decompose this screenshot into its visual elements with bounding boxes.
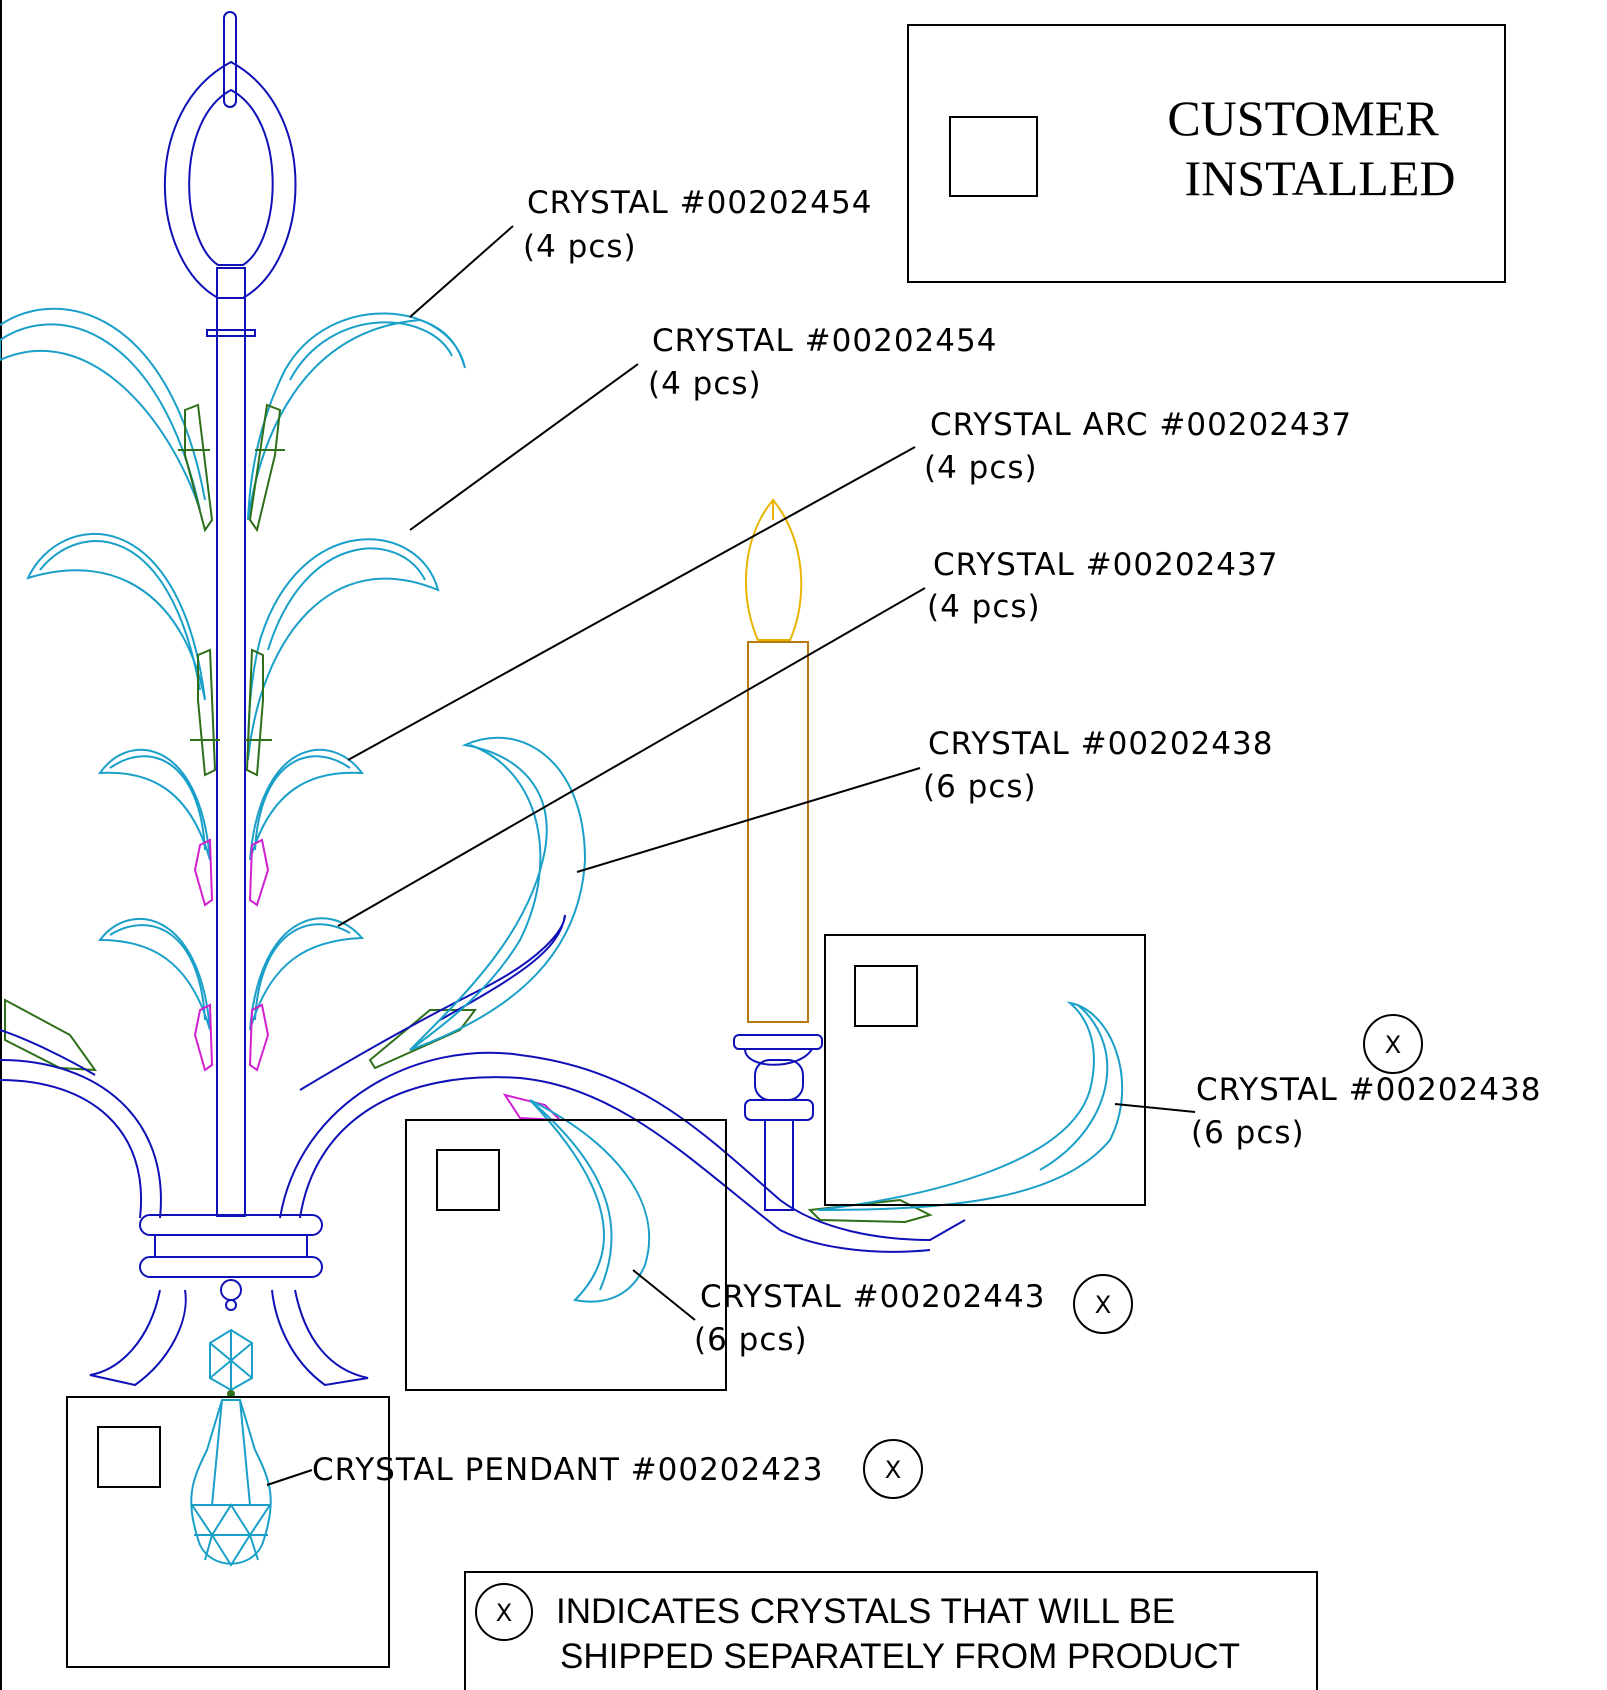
area-box-mid [405, 1119, 727, 1391]
legend-line1: INDICATES CRYSTALS THAT WILL BE [556, 1592, 1175, 1631]
area-checkbox-right [854, 965, 918, 1027]
plume-crystals-row2 [26, 532, 440, 761]
crystal-pendant [190, 1328, 272, 1567]
area-checkbox-mid [436, 1149, 500, 1211]
callout-1: CRYSTAL #00202454 (4 pcs) [523, 185, 872, 265]
legend-marker [475, 1583, 533, 1641]
callout-8: CRYSTAL PENDANT #00202423 X [312, 1439, 923, 1499]
frame-arms [0, 914, 966, 1387]
magenta-prisms [193, 838, 563, 1122]
legend-box: X INDICATES CRYSTALS THAT WILL BE SHIPPE… [464, 1571, 1318, 1690]
callout-3-qty: (4 pcs) [924, 450, 1038, 486]
mid-drop-crystal [529, 1099, 651, 1303]
callout-2-qty: (4 pcs) [648, 366, 762, 402]
plume-crystals-row4 [97, 917, 365, 1031]
plume-crystals-row1 [0, 307, 466, 521]
callout-4: CRYSTAL #00202437 (4 pcs) [927, 547, 1278, 625]
right-drop-crystal [817, 1001, 1124, 1211]
customer-installed-line1: CUSTOMER [1167, 90, 1439, 146]
area-box-left [66, 1396, 390, 1668]
callout-6-marker-label: X [1385, 1031, 1401, 1059]
callout-4-name: CRYSTAL #00202437 [933, 547, 1278, 583]
callout-7-marker [1073, 1274, 1133, 1334]
callout-6-name: CRYSTAL #00202438 [1196, 1072, 1541, 1108]
customer-installed-checkbox [949, 116, 1038, 197]
callout-6-marker [1363, 1014, 1423, 1074]
leader-lines [266, 225, 1196, 1486]
center-collar [139, 1214, 323, 1311]
callout-5-qty: (6 pcs) [923, 769, 1037, 805]
callout-1-name: CRYSTAL #00202454 [527, 185, 872, 221]
callout-2: CRYSTAL #00202454 (4 pcs) [648, 323, 997, 402]
plume-crystals-row3 [97, 748, 365, 861]
arc-crystal-large [409, 736, 587, 1051]
customer-installed-line2: INSTALLED [1185, 150, 1456, 206]
callout-1-qty: (4 pcs) [523, 229, 637, 265]
callout-7-name: CRYSTAL #00202443 [700, 1279, 1045, 1315]
callout-5: CRYSTAL #00202438 (6 pcs) [923, 726, 1273, 805]
callout-3-name: CRYSTAL ARC #00202437 [930, 407, 1352, 443]
callout-4-qty: (4 pcs) [927, 589, 1041, 625]
legend-line2: SHIPPED SEPARATELY FROM PRODUCT [560, 1637, 1240, 1676]
area-checkbox-left [97, 1426, 161, 1488]
callout-6: X CRYSTAL #00202438 (6 pcs) [1191, 1014, 1541, 1151]
callout-5-name: CRYSTAL #00202438 [928, 726, 1273, 762]
callout-7-marker-label: X [1095, 1291, 1111, 1319]
candle [733, 498, 823, 1211]
callout-6-qty: (6 pcs) [1191, 1115, 1305, 1151]
green-prisms [4, 403, 933, 1224]
callout-8-marker [863, 1439, 923, 1499]
legend-marker-label: X [496, 1599, 512, 1627]
callout-7-qty: (6 pcs) [694, 1322, 808, 1358]
area-box-right [824, 934, 1146, 1206]
callout-2-name: CRYSTAL #00202454 [652, 323, 997, 359]
callout-7: CRYSTAL #00202443 (6 pcs) X [694, 1274, 1133, 1358]
callout-8-name: CRYSTAL PENDANT #00202423 [312, 1452, 823, 1488]
callout-3: CRYSTAL ARC #00202437 (4 pcs) [924, 407, 1352, 486]
callout-8-marker-label: X [885, 1456, 901, 1484]
customer-installed-box: CUSTOMER INSTALLED [907, 24, 1506, 283]
